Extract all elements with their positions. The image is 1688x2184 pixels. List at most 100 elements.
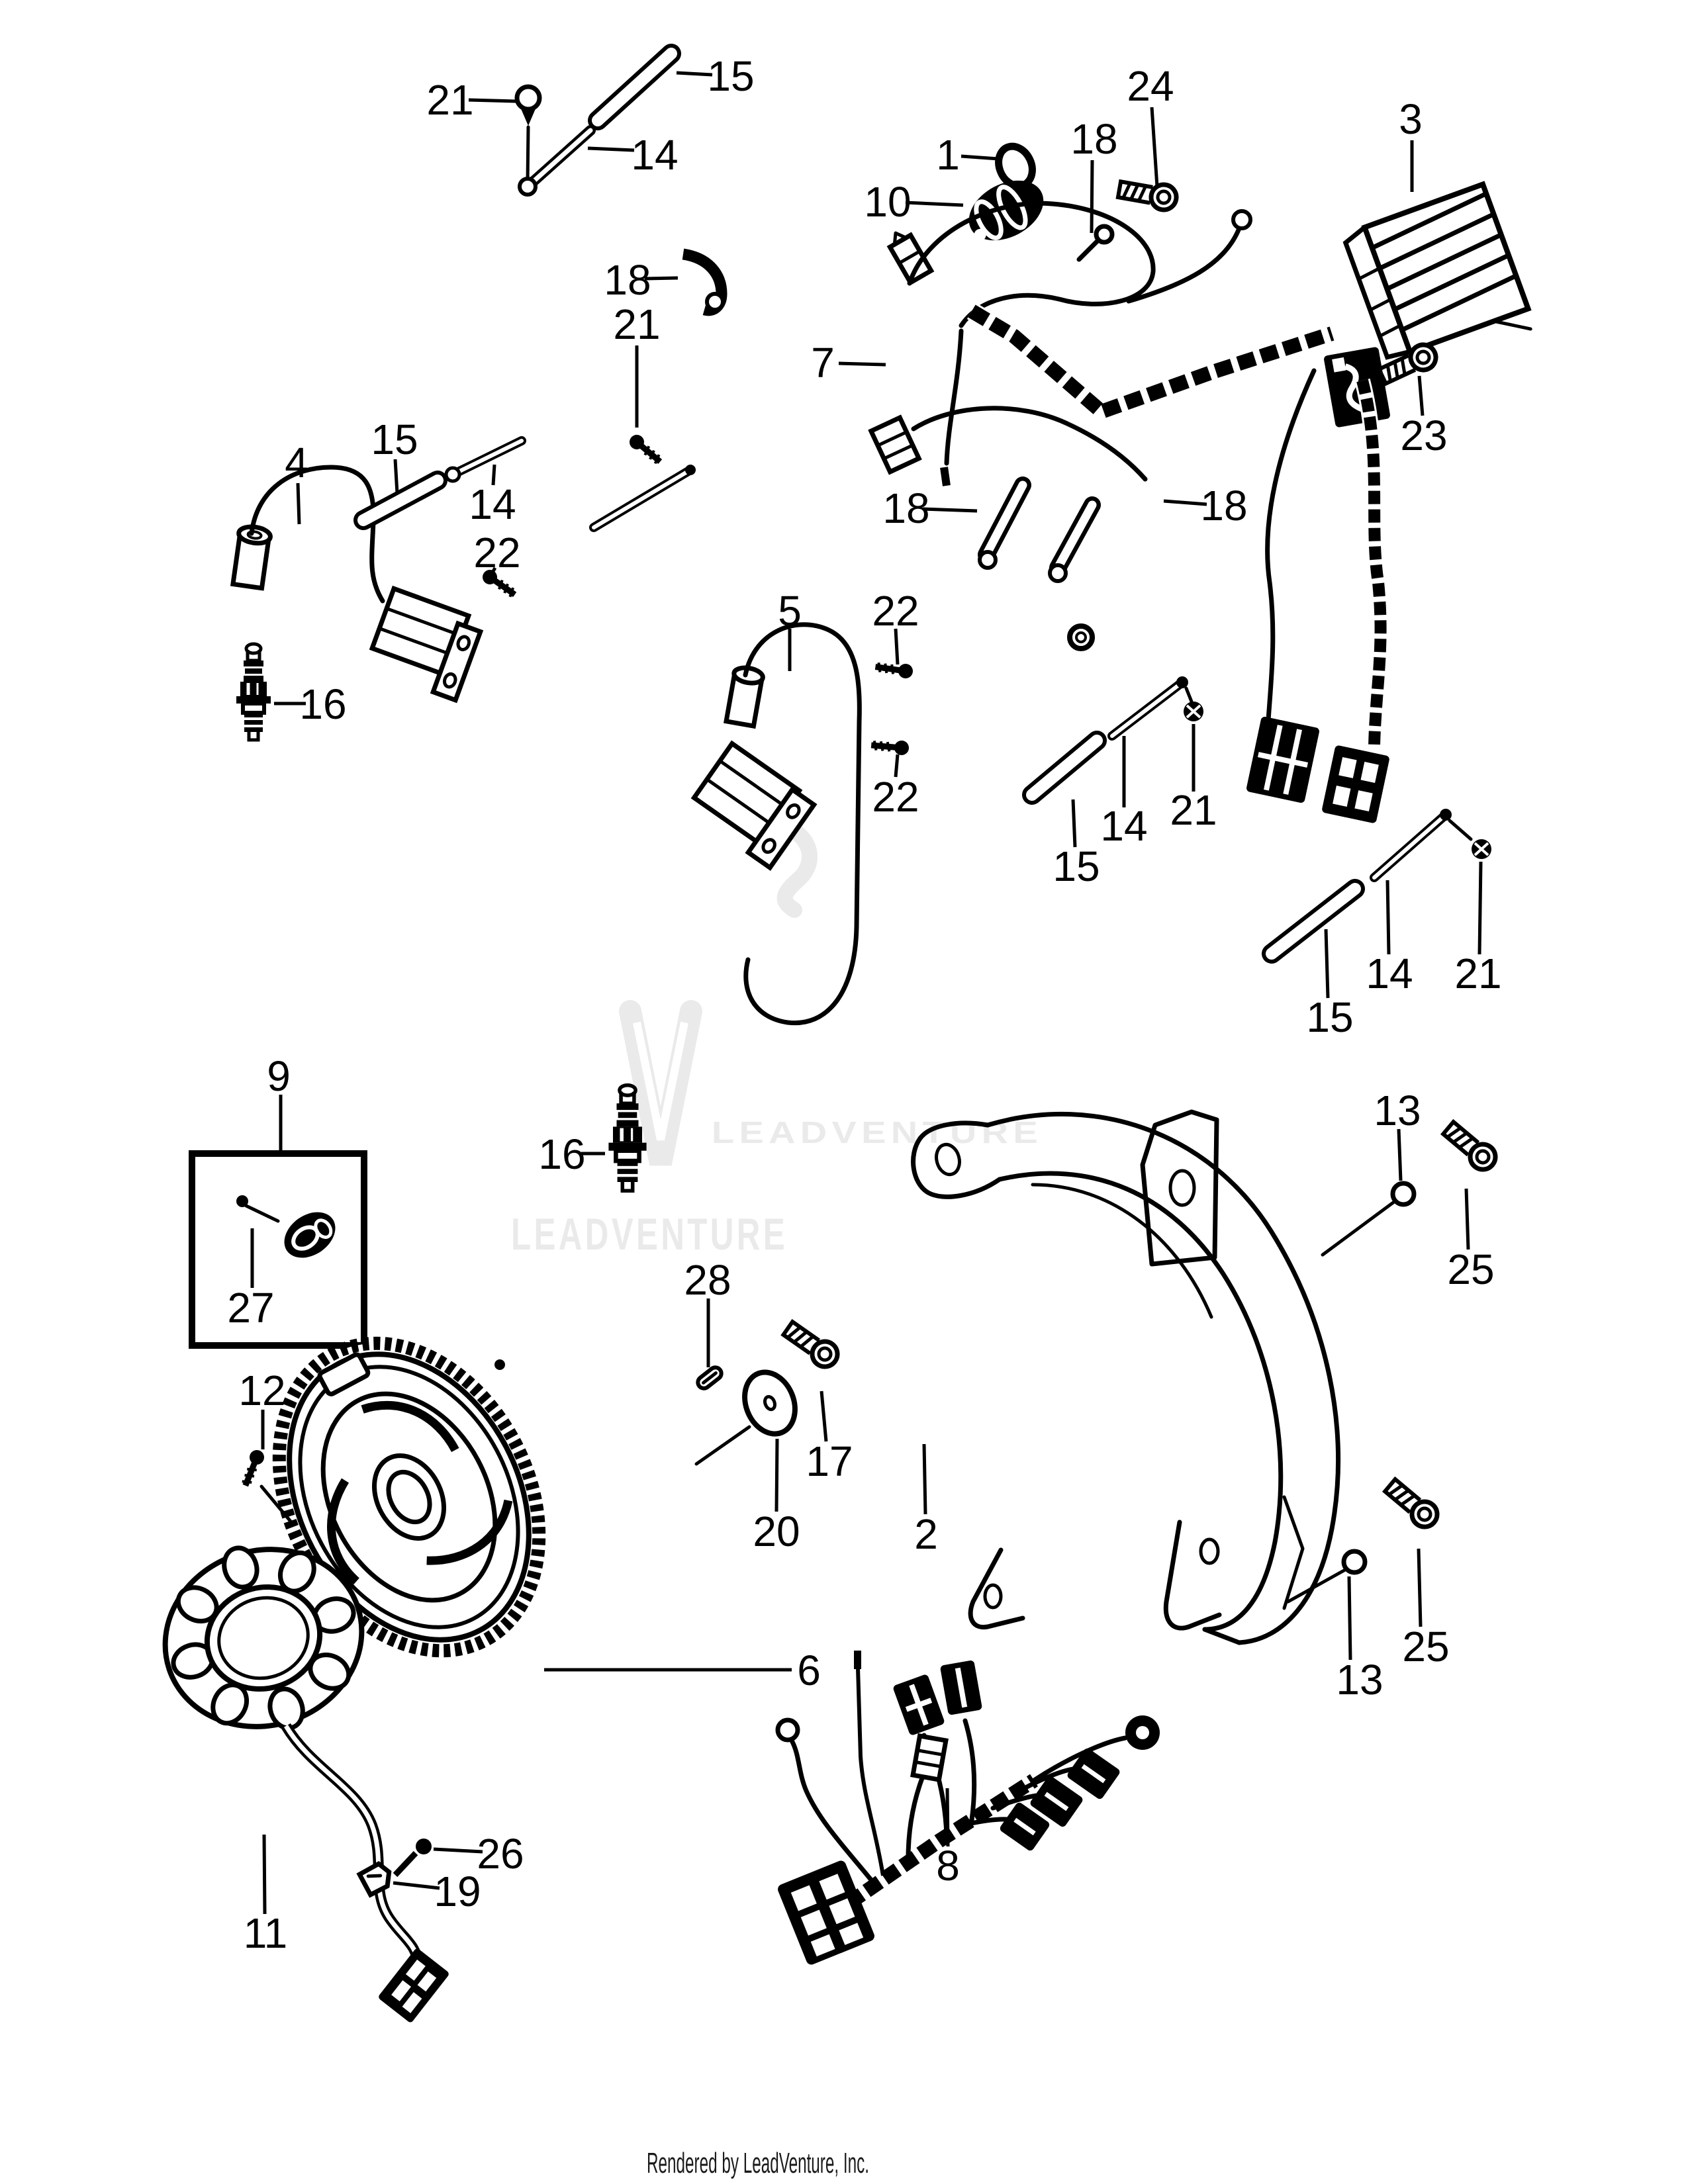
callout-label-6: 6 xyxy=(797,1647,821,1694)
callout-label-14: 14 xyxy=(1100,802,1147,850)
callout-leader-26 xyxy=(433,1847,483,1854)
callout-leader-14 xyxy=(587,146,635,152)
capnut-13-upper xyxy=(1321,1183,1414,1257)
watermark-text-2: LEADVENTURE xyxy=(712,1115,1043,1150)
stator-connector xyxy=(379,1948,449,2023)
callout-leader-18 xyxy=(644,276,679,281)
rod-14-left xyxy=(444,436,526,483)
capnut-13-lower xyxy=(1286,1551,1365,1604)
callout-label-28: 28 xyxy=(684,1256,731,1304)
tube-15-top xyxy=(588,44,681,130)
callout-leader-13 xyxy=(1347,1576,1352,1661)
callout-label-14: 14 xyxy=(469,480,516,528)
bolt-25-lower xyxy=(1382,1476,1442,1532)
callout-label-21: 21 xyxy=(1454,950,1501,997)
tube-15-right-upper xyxy=(1022,731,1107,805)
tube-15-left xyxy=(353,471,447,530)
callout-leader-20 xyxy=(774,1438,779,1512)
callout-label-22: 22 xyxy=(872,773,919,821)
ignition-coil-4 xyxy=(230,465,484,704)
callout-label-13: 13 xyxy=(1374,1087,1421,1134)
tube-15-right-lower xyxy=(1262,879,1365,964)
washer-ring xyxy=(1067,623,1095,651)
callout-leader-21 xyxy=(1477,861,1483,955)
callout-leader-2 xyxy=(922,1443,927,1515)
bolt-17 xyxy=(780,1318,842,1371)
fan-cover-2 xyxy=(911,1109,1340,1645)
stator-11 xyxy=(162,1545,449,2023)
callout-leader-21 xyxy=(468,98,517,103)
callout-leader-4 xyxy=(296,482,301,525)
callout-leader-22 xyxy=(894,754,900,778)
callout-leader-18 xyxy=(1163,499,1207,506)
callout-label-12: 12 xyxy=(238,1367,285,1414)
callout-label-21: 21 xyxy=(426,76,473,124)
callout-label-15: 15 xyxy=(1053,842,1100,890)
callout-label-4: 4 xyxy=(285,439,308,486)
harness-8-main-connector xyxy=(778,1860,874,1965)
callout-leader-18 xyxy=(922,507,978,513)
harness-7-end-connector-b xyxy=(1322,745,1389,823)
callout-leader-1 xyxy=(961,154,999,161)
callout-label-15: 15 xyxy=(1306,993,1353,1041)
callout-label-27: 27 xyxy=(227,1284,274,1332)
regulator-3 xyxy=(1342,181,1532,360)
callout-label-22: 22 xyxy=(473,529,520,576)
callout-leader-15 xyxy=(1324,929,1330,999)
watermark-text-1: LEADVENTURE xyxy=(511,1209,788,1259)
flywheel-boss-hole xyxy=(494,1359,505,1370)
screw-12 xyxy=(239,1448,293,1524)
callout-label-5: 5 xyxy=(778,587,802,635)
harness-8-top-connector-a xyxy=(893,1674,945,1735)
callout-leader-15 xyxy=(676,71,713,77)
rod-14-second xyxy=(589,465,696,532)
spark-plug-16-left xyxy=(236,644,271,740)
footer-credit: Rendered by LeadVenture, Inc. xyxy=(647,2147,869,2179)
callout-label-17: 17 xyxy=(806,1437,853,1485)
callout-label-8: 8 xyxy=(936,1842,960,1889)
callout-leader-11 xyxy=(262,1834,267,1915)
callout-label-18: 18 xyxy=(1070,115,1117,163)
callout-leader-25 xyxy=(1417,1548,1423,1627)
callout-leader-15 xyxy=(393,459,399,494)
callout-label-18: 18 xyxy=(882,484,929,532)
callout-leader-10 xyxy=(905,201,964,207)
callout-label-11: 11 xyxy=(244,1909,287,1957)
harness-7-end-connector-a xyxy=(1246,717,1319,803)
bolt-24 xyxy=(1117,177,1178,212)
callout-label-13: 13 xyxy=(1336,1656,1383,1704)
callout-label-20: 20 xyxy=(753,1508,800,1555)
woodruff-key-28 xyxy=(696,1365,724,1390)
callout-leader-25 xyxy=(1464,1188,1470,1250)
watermark-v-logo xyxy=(619,1000,702,1166)
rod-14-right-upper xyxy=(1107,676,1194,741)
harness-8-top-connector-b xyxy=(940,1661,982,1715)
callout-label-25: 25 xyxy=(1447,1246,1494,1293)
screw-22-mid-bottom xyxy=(870,738,910,756)
callout-label-23: 23 xyxy=(1400,412,1447,459)
callout-label-21: 21 xyxy=(613,300,660,348)
rod-14-right-lower xyxy=(1370,809,1473,882)
callout-label-15: 15 xyxy=(371,416,418,463)
callout-label-9: 9 xyxy=(267,1052,291,1100)
washer-20 xyxy=(694,1369,798,1466)
harness-8 xyxy=(775,1651,1160,1965)
harness-7-top-connector xyxy=(886,231,935,286)
callout-label-24: 24 xyxy=(1127,62,1174,110)
callout-label-18: 18 xyxy=(604,256,651,304)
callout-leader-8 xyxy=(945,1788,950,1847)
strap-18-right xyxy=(1048,496,1101,583)
callout-leader-7 xyxy=(838,361,886,367)
harness-7 xyxy=(868,201,1390,823)
callout-label-22: 22 xyxy=(872,587,919,635)
bolt-21-right-lower xyxy=(1472,839,1491,859)
callout-leader-22 xyxy=(489,567,497,577)
callout-leader-23 xyxy=(1417,375,1425,416)
screw-21-top xyxy=(514,84,542,185)
harness-8-round-connector xyxy=(1125,1715,1160,1750)
strap-18-left xyxy=(978,477,1031,570)
clamp-19 xyxy=(356,1860,392,1898)
callout-label-2: 2 xyxy=(914,1510,938,1558)
